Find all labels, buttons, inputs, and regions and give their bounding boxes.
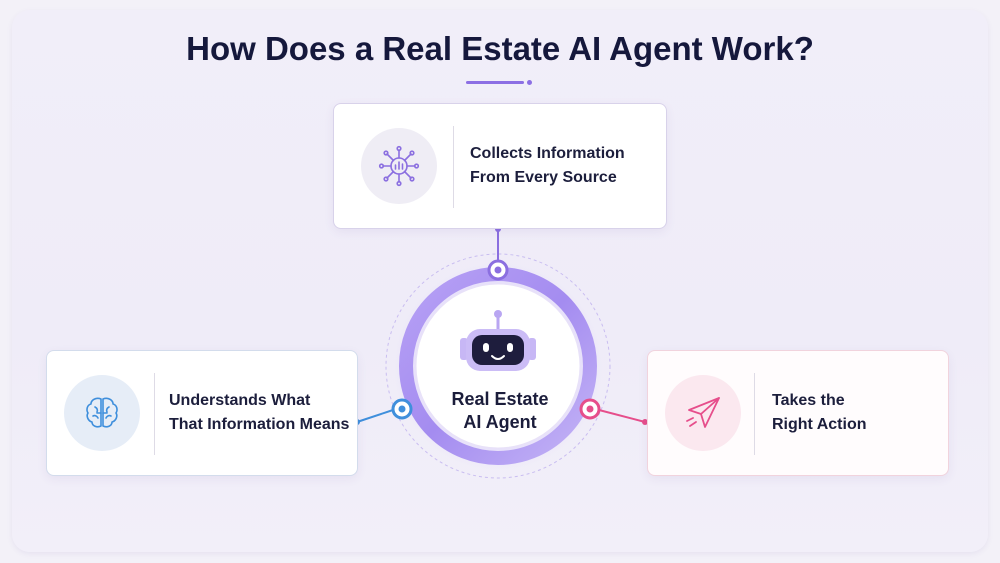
- orbit-ring: [385, 253, 611, 479]
- step-text-line2: That Information Means: [169, 416, 350, 433]
- paper-plane-icon-badge: [665, 375, 741, 451]
- step-text-understand: Understands What That Information Means: [169, 389, 349, 437]
- step-text-line1: Collects Information: [470, 145, 625, 162]
- network-chart-icon: [378, 145, 420, 187]
- step-text-line2: Right Action: [772, 416, 867, 433]
- connector-left-line: [356, 409, 394, 423]
- step-text-line1: Understands What: [169, 392, 311, 409]
- hub-label: Real Estate AI Agent: [420, 388, 580, 434]
- connector-right-node-dot: [586, 405, 594, 413]
- step-card-understand: Understands What That Information Means: [46, 350, 358, 476]
- hub-label-line2: AI Agent: [463, 412, 537, 432]
- card-divider: [754, 373, 755, 455]
- paper-plane-icon: [686, 397, 720, 428]
- robot-icon: [460, 310, 536, 371]
- hub-label-line1: Real Estate: [451, 389, 549, 409]
- page-title: How Does a Real Estate AI Agent Work?: [186, 30, 814, 67]
- step-text-line1: Takes the: [772, 392, 845, 409]
- title-underline: [466, 81, 524, 84]
- title-underline-dot: [527, 80, 532, 85]
- connector-left-node-dot: [398, 405, 406, 413]
- brain-icon-badge: [64, 375, 140, 451]
- step-text-collect: Collects Information From Every Source: [470, 142, 625, 190]
- step-text-act: Takes the Right Action: [772, 389, 867, 437]
- card-divider: [453, 126, 454, 208]
- step-text-line2: From Every Source: [470, 169, 617, 186]
- brain-icon: [86, 397, 118, 428]
- network-chart-icon-badge: [361, 128, 437, 204]
- connector-right-end: [642, 419, 648, 425]
- step-card-collect: Collects Information From Every Source: [333, 103, 667, 229]
- step-card-act: Takes the Right Action: [647, 350, 949, 476]
- connector-top-node-dot: [494, 266, 502, 274]
- card-divider: [154, 373, 155, 455]
- connector-right-line: [598, 409, 646, 423]
